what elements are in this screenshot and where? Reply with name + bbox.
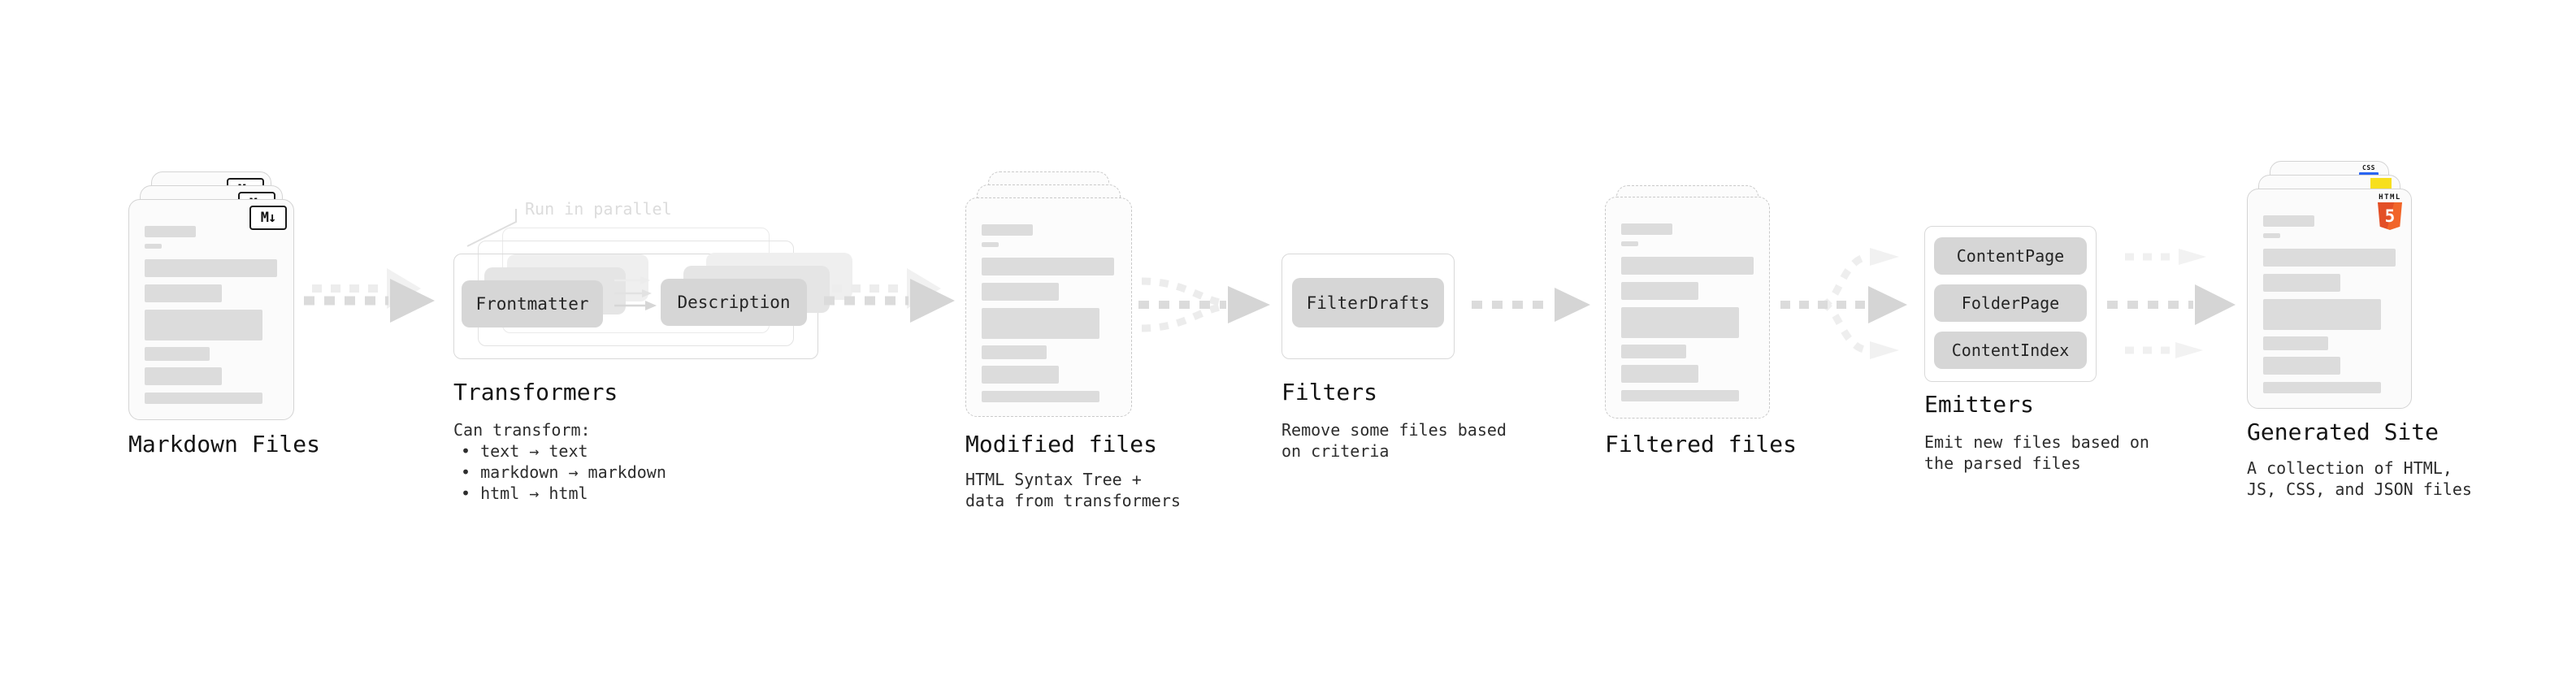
filters-box bbox=[1281, 254, 1455, 359]
placeholder-bar bbox=[2263, 299, 2381, 330]
emitter-pill-folderpage: FolderPage bbox=[1934, 284, 2087, 322]
stage-title-filtered-files: Filtered files bbox=[1605, 431, 1798, 458]
document-placeholder-lines bbox=[2248, 189, 2411, 408]
placeholder-bar bbox=[2263, 274, 2340, 292]
markdown-icon: M↓ bbox=[249, 206, 287, 230]
stage-title-emitters: Emitters bbox=[1924, 391, 2034, 418]
placeholder-bar bbox=[145, 393, 262, 404]
arrow-filtered-to-emitters bbox=[1780, 248, 1907, 359]
placeholder-bar bbox=[1621, 365, 1698, 383]
placeholder-bar bbox=[1621, 345, 1686, 358]
css-icon: CSS bbox=[2359, 165, 2379, 176]
filtered-file-card-front bbox=[1605, 197, 1770, 419]
arrow-modified-to-filters bbox=[1138, 277, 1270, 332]
document-placeholder-lines bbox=[1606, 197, 1769, 418]
placeholder-bar bbox=[2263, 357, 2340, 375]
arrow-markdown-to-transformers bbox=[304, 268, 435, 323]
stage-desc-modified-files: HTML Syntax Tree + data from transformer… bbox=[965, 470, 1181, 510]
document-placeholder-lines bbox=[966, 198, 1131, 416]
arrow-emitters-to-site bbox=[2107, 249, 2236, 358]
js-icon bbox=[2370, 178, 2392, 192]
transformer-pill-description: Description bbox=[661, 279, 807, 326]
placeholder-bar bbox=[145, 367, 222, 385]
placeholder-bar bbox=[982, 283, 1059, 301]
transformer-pill-frontmatter: Frontmatter bbox=[462, 280, 603, 327]
stage-title-generated-site: Generated Site bbox=[2247, 419, 2439, 445]
placeholder-bar bbox=[2263, 215, 2314, 227]
stage-title-modified-files: Modified files bbox=[965, 431, 1158, 458]
html5-icon: HTML 5 bbox=[2374, 193, 2405, 230]
placeholder-bar bbox=[145, 347, 210, 361]
placeholder-bar bbox=[982, 224, 1033, 236]
site-file-card-front: HTML 5 bbox=[2247, 189, 2412, 409]
placeholder-bar bbox=[1621, 307, 1739, 338]
placeholder-bar bbox=[1621, 257, 1754, 275]
placeholder-bar bbox=[1621, 282, 1698, 300]
markdown-file-card-front: M↓ bbox=[128, 199, 294, 420]
placeholder-bar bbox=[982, 242, 999, 247]
placeholder-bar bbox=[982, 366, 1059, 384]
emitters-box bbox=[1924, 226, 2097, 382]
placeholder-bar bbox=[2263, 336, 2328, 350]
stage-title-filters: Filters bbox=[1281, 379, 1378, 406]
placeholder-bar bbox=[145, 226, 196, 237]
emitter-pill-contentpage: ContentPage bbox=[1934, 237, 2087, 275]
filter-pill-filterdrafts: FilterDrafts bbox=[1292, 278, 1444, 327]
arrow-filters-to-filtered bbox=[1472, 288, 1590, 322]
placeholder-bar bbox=[2263, 233, 2280, 238]
placeholder-bar bbox=[145, 259, 277, 277]
placeholder-bar bbox=[982, 345, 1047, 359]
stage-desc-transformers: Can transform: • text → text • markdown … bbox=[453, 420, 666, 503]
placeholder-bar bbox=[982, 258, 1114, 275]
placeholder-bar bbox=[2263, 249, 2396, 267]
modified-file-card-front bbox=[965, 197, 1132, 417]
stage-title-markdown-files: Markdown Files bbox=[128, 431, 321, 458]
emitter-pill-contentindex: ContentIndex bbox=[1934, 332, 2087, 369]
placeholder-bar bbox=[1621, 390, 1739, 401]
arrow-transformers-to-modified bbox=[824, 268, 955, 323]
placeholder-bar bbox=[1621, 241, 1638, 246]
annotation-callout-line bbox=[466, 209, 517, 247]
placeholder-bar bbox=[982, 391, 1099, 402]
stage-desc-generated-site: A collection of HTML, JS, CSS, and JSON … bbox=[2247, 458, 2472, 499]
stage-title-transformers: Transformers bbox=[453, 379, 618, 406]
placeholder-bar bbox=[145, 244, 162, 249]
markdown-files-stage: M↓ M↓ M↓ bbox=[128, 171, 294, 420]
placeholder-bar bbox=[1621, 223, 1672, 235]
filtered-files-stage bbox=[1605, 169, 1770, 419]
generated-site-stage: CSS HTML 5 bbox=[2247, 161, 2412, 409]
run-in-parallel-annotation: Run in parallel bbox=[525, 199, 672, 219]
placeholder-bar bbox=[2263, 382, 2381, 393]
placeholder-bar bbox=[145, 310, 262, 340]
modified-files-stage bbox=[965, 170, 1132, 419]
placeholder-bar bbox=[145, 284, 222, 302]
placeholder-bar bbox=[982, 308, 1099, 339]
stage-desc-filters: Remove some files based on criteria bbox=[1281, 420, 1507, 461]
stage-desc-emitters: Emit new files based on the parsed files bbox=[1924, 432, 2149, 473]
document-placeholder-lines bbox=[129, 200, 293, 419]
parallel-flow-arrows bbox=[614, 276, 657, 310]
